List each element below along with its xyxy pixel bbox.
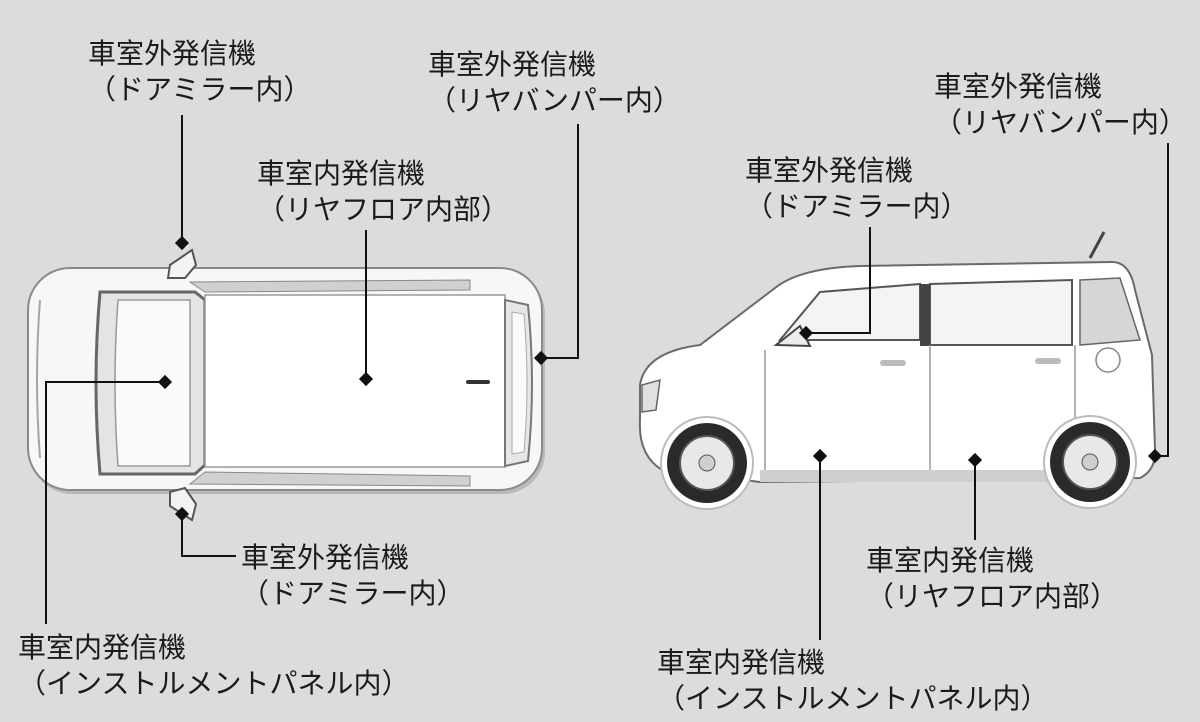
marker-side-instrument — [812, 448, 828, 464]
marker-top-rear-bumper — [533, 350, 549, 366]
leader-lines — [45, 115, 1169, 640]
label-top-right-mirror-location: （ドアミラー内） — [241, 577, 465, 610]
car-top-view — [27, 248, 545, 522]
label-side-instrument: 車室内発信機 （インストルメントパネル内） — [657, 645, 1048, 717]
car-top-rear-window-inner — [511, 311, 528, 455]
car-side-handle-front — [880, 360, 906, 366]
label-side-mirror: 車室外発信機 （ドアミラー内） — [745, 153, 968, 225]
label-top-instrument: 車室内発信機 （インストルメントパネル内） — [18, 630, 409, 702]
label-side-rear-bumper: 車室外発信機 （リヤバンパー内） — [934, 69, 1187, 141]
car-side-rocker — [760, 470, 1060, 482]
car-side-view — [638, 231, 1157, 510]
leader-top-right-mirror — [181, 514, 236, 557]
label-top-instrument-title: 車室内発信機 — [18, 631, 187, 664]
label-top-right-mirror: 車室外発信機 （ドアミラー内） — [241, 540, 464, 612]
label-top-rear-floor-location: （リヤフロア内部） — [257, 193, 510, 226]
label-side-rear-floor: 車室内発信機 （リヤフロア内部） — [866, 543, 1118, 615]
label-top-rear-bumper-location: （リヤバンパー内） — [428, 84, 681, 117]
transmitter-markers — [157, 235, 1163, 522]
marker-top-rear-floor — [358, 371, 374, 387]
car-top-rail-upper — [188, 279, 471, 293]
leader-side-mirror — [806, 227, 871, 334]
car-side-rear-quarter — [1079, 277, 1142, 346]
car-top-roof — [204, 294, 506, 468]
leader-side-rear-bumper — [1155, 143, 1169, 457]
car-side-rear-window — [929, 278, 1073, 346]
label-top-instrument-location: （インストルメントパネル内） — [18, 667, 410, 700]
label-side-rear-floor-title: 車室内発信機 — [866, 544, 1035, 577]
marker-side-rear-floor — [967, 452, 983, 468]
car-top-front-bumper — [36, 299, 41, 459]
label-top-rear-floor: 車室内発信機 （リヤフロア内部） — [257, 156, 509, 228]
label-top-rear-bumper-title: 車室外発信機 — [428, 48, 597, 81]
car-top-mirror-upper — [166, 248, 198, 279]
label-side-rear-bumper-title: 車室外発信機 — [934, 70, 1103, 103]
leader-top-rear-bumper — [541, 124, 579, 359]
leader-top-instrument — [45, 381, 165, 624]
label-side-instrument-location: （インストルメントパネル内） — [657, 682, 1049, 715]
car-side-rear-wheel — [1043, 415, 1137, 509]
marker-side-mirror — [798, 325, 814, 341]
label-top-right-mirror-title: 車室外発信機 — [241, 541, 410, 574]
label-side-mirror-location: （ドアミラー内） — [745, 190, 969, 223]
car-side-fuel-cap — [1095, 347, 1121, 373]
car-side-antenna — [1088, 231, 1106, 259]
car-side-headlamp — [641, 378, 661, 413]
marker-side-rear-bumper — [1147, 448, 1163, 464]
label-top-left-mirror: 車室外発信機 （ドアミラー内） — [88, 36, 311, 108]
car-top-mirror-lower — [169, 486, 198, 522]
label-top-rear-bumper: 車室外発信機 （リヤバンパー内） — [428, 47, 681, 119]
label-side-instrument-title: 車室内発信機 — [657, 646, 826, 679]
label-top-left-mirror-location: （ドアミラー内） — [88, 73, 312, 106]
car-side-handle-rear — [1035, 358, 1061, 364]
label-top-rear-floor-title: 車室内発信機 — [257, 157, 426, 190]
car-top-rail-lower — [188, 471, 471, 487]
marker-top-left-mirror — [174, 235, 190, 251]
label-side-rear-bumper-location: （リヤバンパー内） — [934, 106, 1187, 139]
car-side-front-wheel — [660, 416, 754, 510]
label-side-rear-floor-location: （リヤフロア内部） — [866, 580, 1119, 613]
car-side-b-pillar — [920, 284, 930, 346]
label-side-mirror-title: 車室外発信機 — [745, 154, 914, 187]
marker-top-right-mirror — [174, 506, 190, 522]
label-top-left-mirror-title: 車室外発信機 — [88, 37, 257, 70]
marker-top-instrument — [157, 374, 173, 390]
